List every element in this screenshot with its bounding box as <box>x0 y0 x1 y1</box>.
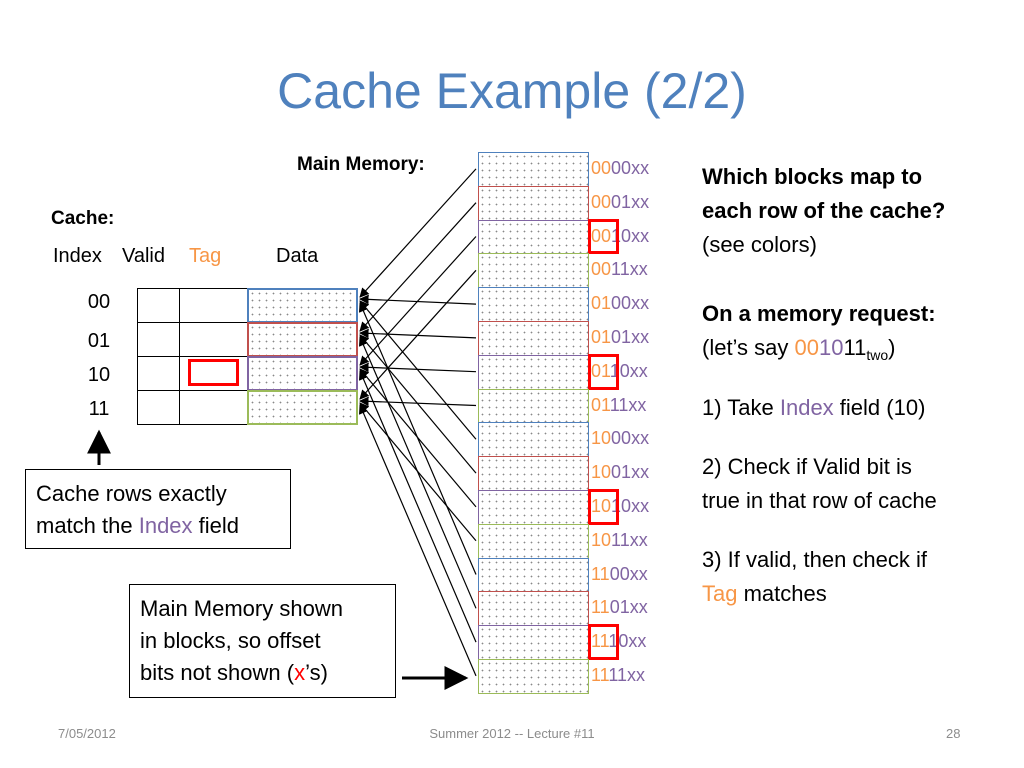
mapping-arrow <box>359 334 477 474</box>
memory-address: 1011xx <box>591 529 648 550</box>
footer-date: 7/05/2012 <box>58 726 116 741</box>
memory-address: 1100xx <box>591 563 648 584</box>
memory-address: 1110xx <box>591 631 647 652</box>
memory-block <box>478 591 589 627</box>
memory-address: 0111xx <box>591 394 647 415</box>
mapping-arrow <box>359 202 477 332</box>
cache-data-cell <box>247 390 358 425</box>
memory-address: 1111xx <box>591 665 646 685</box>
question-line2: each row of the cache? <box>702 198 946 223</box>
cache-valid-cell <box>137 356 180 391</box>
cache-valid-cell <box>137 322 180 357</box>
footer-center: Summer 2012 -- Lecture #11 <box>429 726 595 741</box>
tag-match-highlight <box>588 624 619 660</box>
tag-highlight-rect <box>188 359 239 386</box>
step2-line2: true in that row of cache <box>702 488 937 513</box>
main-memory-note-line3: bits not shown (x’s) <box>140 660 328 685</box>
main-memory-label: Main Memory: <box>297 154 425 175</box>
cache-index-01: 01 <box>87 330 111 352</box>
cache-rows-note: Cache rows exactly match the Index field <box>25 469 291 549</box>
main-memory-note: Main Memory shown in blocks, so offset b… <box>129 584 396 698</box>
memory-address: 0100xx <box>591 293 650 314</box>
cache-tag-cell <box>179 288 248 323</box>
question-line1: Which blocks map to <box>702 164 923 189</box>
cache-tag-cell <box>179 390 248 425</box>
cache-data-cell <box>247 322 358 357</box>
cache-valid-cell <box>137 288 180 323</box>
cache-index-00: 00 <box>87 291 111 313</box>
memory-block <box>478 253 589 289</box>
memory-block <box>478 625 589 660</box>
mapping-arrow <box>358 404 477 677</box>
cache-tag-cell <box>179 322 248 357</box>
cache-index-10: 10 <box>87 364 111 386</box>
tag-match-highlight <box>588 353 619 390</box>
memory-block <box>478 152 589 187</box>
column-tag: Tag <box>189 245 222 267</box>
memory-block <box>478 354 589 390</box>
page-title: Cache Example (2/2) <box>277 63 747 119</box>
memory-block <box>478 185 589 221</box>
memory-address: 0011xx <box>591 259 648 280</box>
memory-block <box>478 422 589 458</box>
footer-page: 28 <box>946 726 961 741</box>
mapping-arrow <box>359 236 477 366</box>
tag-match-highlight <box>588 489 619 525</box>
mapping-arrow <box>359 328 477 339</box>
tag-match-highlight <box>588 218 619 255</box>
question-line3: (see colors) <box>702 232 817 257</box>
memory-block <box>478 490 589 525</box>
memory-block <box>478 557 589 593</box>
step1: 1) Take Index field (10) <box>702 395 926 420</box>
mapping-arrow <box>359 300 477 440</box>
cache-valid-cell <box>137 390 180 425</box>
memory-block <box>478 219 589 255</box>
step3-line1: 3) If valid, then check if <box>702 547 927 572</box>
memory-block <box>478 287 589 322</box>
main-memory-note-line1: Main Memory shown <box>140 596 343 621</box>
memory-block <box>478 388 589 424</box>
memory-address: 0101xx <box>591 327 650 347</box>
memory-address: 0000xx <box>591 158 650 178</box>
memory-address: 1001xx <box>591 462 650 483</box>
column-data: Data <box>276 245 319 267</box>
memory-block <box>478 659 589 694</box>
cache-index-11: 11 <box>88 398 110 420</box>
mapping-arrow <box>359 269 477 400</box>
mapping-arrow <box>359 294 477 305</box>
request-line2: (let’s say 001011two) <box>702 335 896 363</box>
cache-rows-note-line1: Cache rows exactly <box>36 481 227 506</box>
column-valid: Valid <box>122 245 165 267</box>
cache-rows-note-line2: match the Index field <box>36 513 240 538</box>
cache-label: Cache: <box>51 208 115 229</box>
cache-data-cell <box>247 356 358 391</box>
memory-address: 0010xx <box>591 225 650 246</box>
column-index: Index <box>53 245 102 267</box>
memory-block <box>478 321 589 356</box>
step2-line1: 2) Check if Valid bit is <box>702 454 912 479</box>
memory-block <box>478 456 589 491</box>
memory-block <box>478 523 589 559</box>
mapping-arrow <box>358 370 477 643</box>
memory-address: 0001xx <box>591 191 650 212</box>
memory-address: 0110xx <box>591 360 648 381</box>
step3-line2: Tag matches <box>702 581 827 606</box>
cache-data-cell <box>247 288 358 323</box>
memory-address: 1101xx <box>591 597 648 618</box>
mapping-arrow <box>359 168 477 298</box>
main-memory-note-line2: in blocks, so offset <box>140 628 321 653</box>
mapping-arrow <box>358 336 477 609</box>
mapping-arrow <box>358 302 477 575</box>
memory-address: 1000xx <box>591 428 650 449</box>
request-line1: On a memory request: <box>702 301 936 326</box>
